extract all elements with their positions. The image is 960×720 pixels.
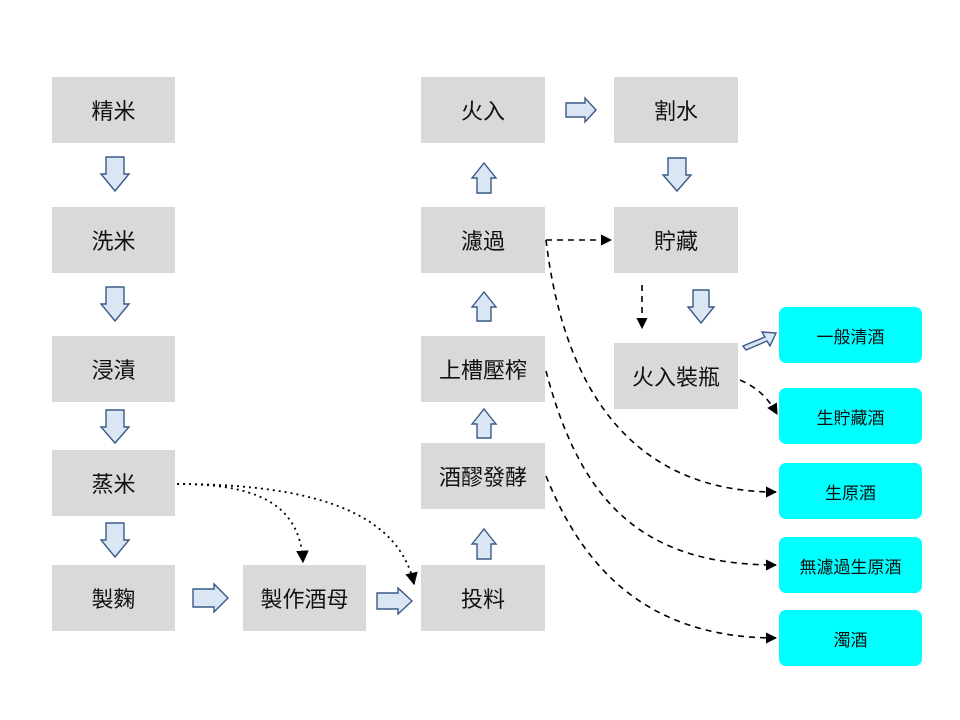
down-arrow-polish-wash xyxy=(99,156,131,193)
up-arrow-press-filter xyxy=(470,290,498,322)
product-nama-chozo: 生貯藏酒 xyxy=(779,388,922,444)
product-muroka-nama-genshu: 無濾過生原酒 xyxy=(779,537,922,593)
dashed-press-to-muroka xyxy=(545,370,778,571)
step-wash: 洗米 xyxy=(52,207,175,273)
up-arrow-mash-ferment xyxy=(470,527,498,560)
step-soak: 浸漬 xyxy=(52,336,175,402)
step-filter: 濾過 xyxy=(421,207,545,273)
up-arrow-ferment-press xyxy=(470,407,498,439)
arrow-bottle-regular xyxy=(741,331,778,351)
step-koji: 製麴 xyxy=(52,565,175,631)
up-arrow-filter-pasteurize xyxy=(470,161,498,194)
down-arrow-store-bottle xyxy=(686,289,716,325)
product-nama-genshu: 生原酒 xyxy=(779,463,922,519)
step-steam: 蒸米 xyxy=(52,450,175,516)
step-store: 貯藏 xyxy=(614,207,738,273)
right-arrow-pasteurize-dilute xyxy=(565,96,597,124)
dashed-ferment-to-nigori xyxy=(545,475,778,644)
dotted-steam-to-mash xyxy=(176,483,418,586)
step-pasteurize: 火入 xyxy=(421,77,545,143)
step-dilute: 割水 xyxy=(614,77,738,143)
step-bottle: 火入裝瓶 xyxy=(614,343,738,409)
dotted-steam-to-starter xyxy=(176,483,309,564)
down-arrow-steam-koji xyxy=(99,522,131,559)
down-arrow-soak-steam xyxy=(99,409,131,445)
right-arrow-koji-starter xyxy=(192,582,229,614)
down-arrow-dilute-store xyxy=(661,157,693,193)
step-ferment: 酒醪發酵 xyxy=(421,443,545,509)
right-arrow-starter-mash xyxy=(376,586,414,616)
dashed-bottle-to-nama-chozo xyxy=(739,379,778,415)
step-mash: 投料 xyxy=(421,565,545,631)
product-nigori: 濁酒 xyxy=(779,610,922,666)
product-regular: 一般清酒 xyxy=(779,307,922,363)
down-arrow-wash-soak xyxy=(99,286,131,323)
step-press: 上槽壓榨 xyxy=(421,336,545,402)
step-starter: 製作酒母 xyxy=(243,565,366,631)
dashed-filter-to-nama-genshu xyxy=(545,239,778,498)
step-polish: 精米 xyxy=(52,77,175,143)
